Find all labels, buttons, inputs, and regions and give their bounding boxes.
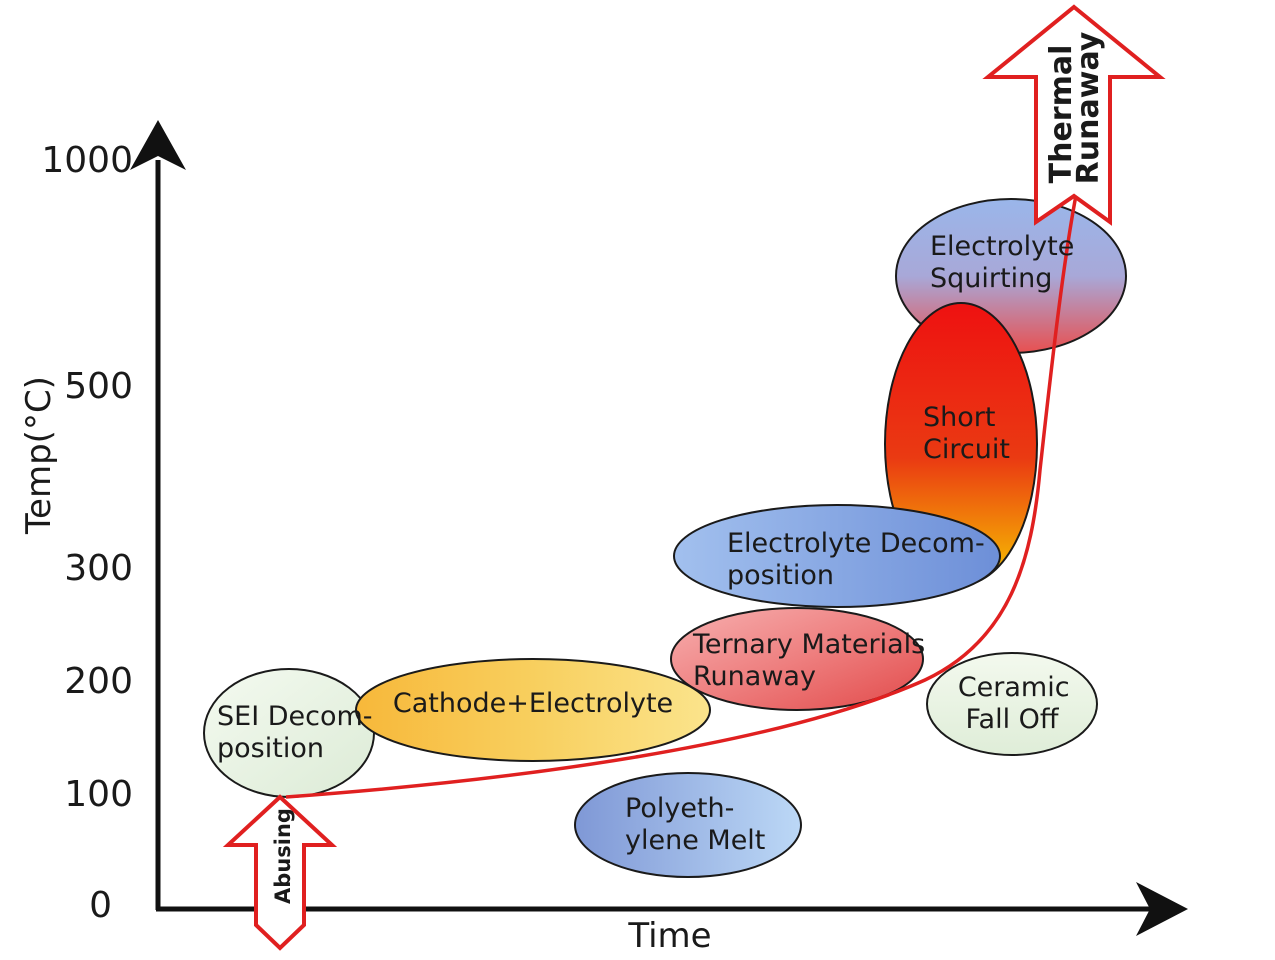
short-circuit-label: Short Circuit <box>923 402 1010 465</box>
electrolyte-decomposition-node <box>673 504 1001 608</box>
node-labels: SEI Decom- position Cathode+Electrolyte … <box>217 231 1083 856</box>
axes: Temp(°C) Time 1000 500 300 200 100 0 <box>19 120 1188 956</box>
electrolyte-squirting-label: Electrolyte Squirting <box>930 231 1083 294</box>
y-tick-label: 0 <box>89 885 112 926</box>
thermal-runaway-arrow-shape <box>982 4 1166 226</box>
electrolyte-decomposition-label: Electrolyte Decom- position <box>727 528 993 591</box>
ceramic-fall-off-label: Ceramic Fall Off <box>958 672 1078 735</box>
thermal-runaway-arrow: Thermal Runaway <box>982 4 1166 226</box>
ceramic-fall-off-node <box>926 652 1098 756</box>
y-tick-label: 300 <box>64 548 133 589</box>
y-tick-label: 1000 <box>41 140 133 181</box>
ternary-materials-runaway-node <box>670 607 924 711</box>
temperature-curve <box>285 174 1082 799</box>
y-axis-arrowhead <box>130 120 186 170</box>
x-axis-title: Time <box>627 916 711 956</box>
y-axis-title: Temp(°C) <box>19 376 59 535</box>
polyethylene-melt-node <box>574 772 802 878</box>
sei-decomposition-label: SEI Decom- position <box>217 701 381 764</box>
x-axis-arrowhead <box>1136 882 1188 936</box>
cathode-electrolyte-label: Cathode+Electrolyte <box>393 688 673 719</box>
cathode-electrolyte-node <box>355 658 711 762</box>
abusing-arrow: Abusing <box>222 794 338 951</box>
polyethylene-melt-label: Polyeth- ylene Melt <box>625 793 765 856</box>
y-tick-label: 200 <box>64 661 133 702</box>
thermal-runaway-label-line2: Runaway <box>1071 31 1106 184</box>
abusing-label: Abusing <box>271 808 295 904</box>
y-tick-label: 500 <box>64 366 133 407</box>
thermal-runaway-label-line1: Thermal <box>1044 45 1079 184</box>
ternary-materials-runaway-label: Ternary Materials Runaway <box>692 629 934 692</box>
y-tick-label: 100 <box>64 774 133 815</box>
abusing-arrow-shape <box>222 794 338 951</box>
